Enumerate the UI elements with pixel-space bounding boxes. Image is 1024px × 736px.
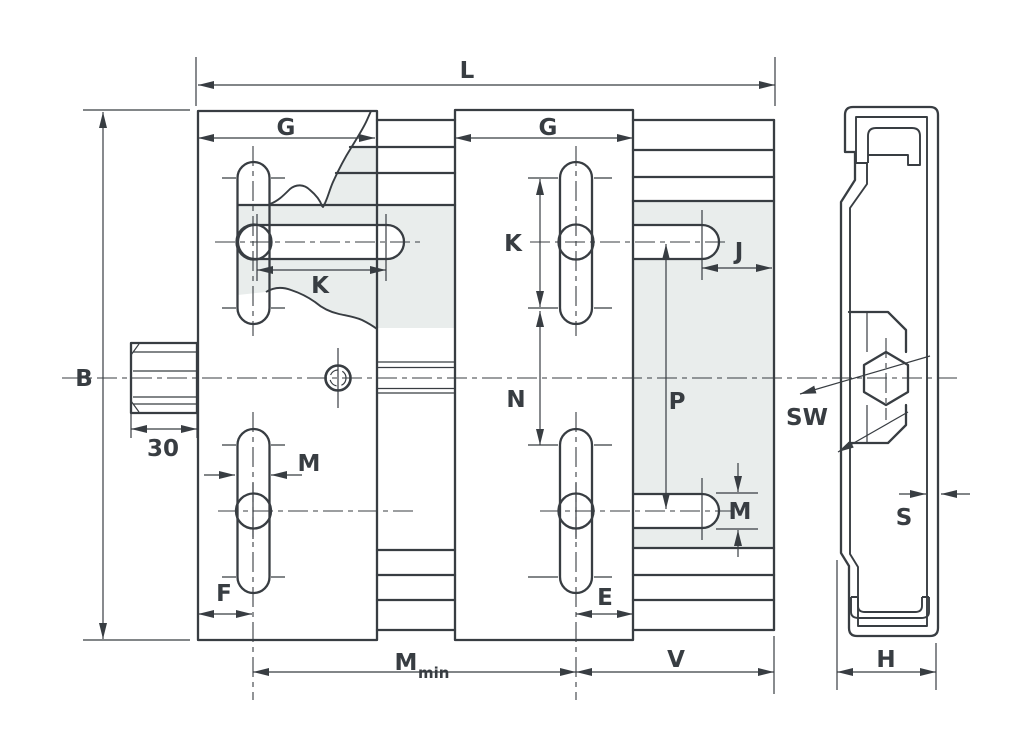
counterbore-left-top [235,223,273,261]
dim-M-right: M [716,463,758,557]
bottom-channel [850,596,930,619]
middle-block-outline [453,108,635,642]
dim-label-g-left: G [277,115,296,141]
dim-label-g-right: G [539,115,558,141]
dim-P: P [662,244,686,509]
slot-tick-marks [222,177,703,578]
dim-label-n: N [506,387,525,413]
dim-label-b: B [75,366,93,392]
dim-label-m-min: M [395,650,418,676]
dim-label-m-right: M [729,499,752,525]
side-jaw-hook [867,127,921,166]
break-line-upper [269,110,372,208]
front-dimensions: L B G G 30 K [75,57,776,694]
dim-G-right: G [455,115,633,142]
left-block-outline [196,109,379,642]
dim-N: N [506,311,544,445]
dim-V: V [576,636,775,694]
dim-K-slot: K [256,214,387,299]
centerlines [62,146,962,700]
dim-label-p: P [669,389,686,415]
hex-nut [862,350,910,407]
side-inner-contour [849,116,928,627]
dim-label-k-slot: K [311,273,330,299]
shaded-areas [238,147,774,548]
dim-label-j: J [733,239,744,265]
shade-mid-rail [377,205,455,328]
dim-label-s: S [896,505,913,531]
lead-screw-lines [377,361,455,394]
dim-B: B [75,109,190,641]
dim-L: L [195,57,776,106]
dim-J: J [702,239,772,272]
dim-SW: SW [786,355,931,453]
dim-M-left: M [204,451,321,479]
front-view: L B G G 30 K [62,57,962,700]
side-outer-contour [839,105,940,638]
dim-M-min: M min [253,650,576,682]
dim-E: E [576,585,633,618]
dim-K-mid: K [504,179,544,307]
dim-S: S [896,490,970,531]
bed-rails [236,118,776,632]
dim-F: F [198,581,252,618]
dim-label-e: E [597,585,613,611]
dim-label-f: F [216,581,232,607]
middle-jaw-block [453,108,635,642]
side-view: SW S H [786,105,970,690]
dim-H: H [836,560,937,690]
dim-label-h: H [876,647,895,673]
dim-label-m-min-sub: min [418,664,449,682]
dim-label-sw: SW [786,405,828,431]
dim-label-v: V [667,647,685,673]
dim-label-30: 30 [147,436,179,462]
spindle-nut-boss [847,310,910,445]
dim-label-k-mid: K [504,231,523,257]
dim-label-m-left: M [298,451,321,477]
dim-30: 30 [130,414,198,462]
dim-G-left: G [198,115,375,142]
break-line-lower [265,287,378,330]
dim-label-l: L [460,58,475,84]
